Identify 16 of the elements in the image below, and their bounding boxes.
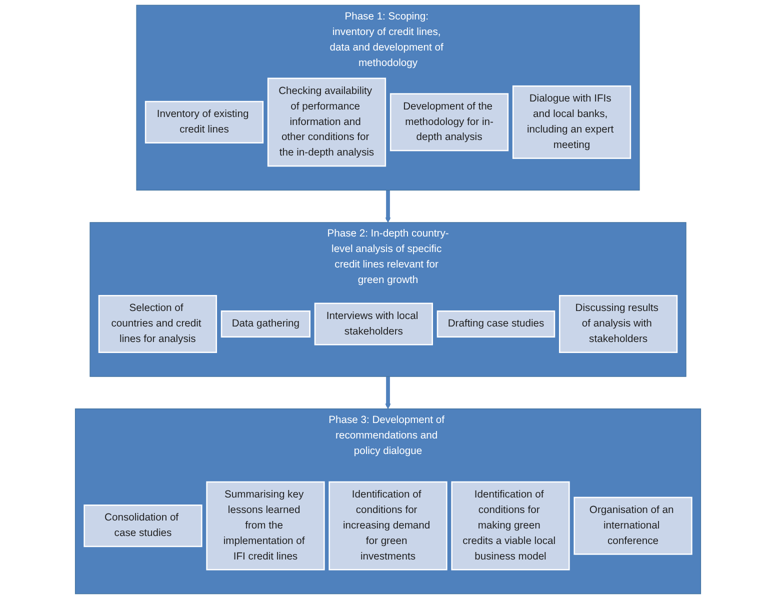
node-box: Discussing results of analysis with stakeholders [558, 294, 678, 354]
node-box: Interviews with local stakeholders [314, 302, 433, 346]
node-box: Dialogue with IFIs and local banks, including an expert meeting [512, 85, 632, 159]
node-box: Consolidation of case studies [84, 504, 202, 548]
node-box: Inventory of existing credit lines [144, 100, 264, 144]
node-box: Checking availability of performance information and other conditions for the in-depth analysis [267, 78, 386, 167]
node-box: Summarising key lessons learned from the implementation of IFI credit lines [206, 481, 325, 570]
node-box: Drafting case studies [436, 310, 556, 338]
node-box: Identification of conditions for increasing demand for green investments [328, 481, 448, 570]
node-box: Development of the methodology for in-depth analysis [390, 93, 509, 152]
arrow [385, 190, 391, 223]
node-box: Identification of conditions for making green credits a viable local business model [451, 481, 570, 570]
arrow [385, 376, 391, 410]
node-box: Selection of countries and credit lines for analysis [98, 294, 218, 354]
node-box: Organisation of an international conference [574, 496, 692, 555]
node-box: Data gathering [220, 310, 310, 338]
